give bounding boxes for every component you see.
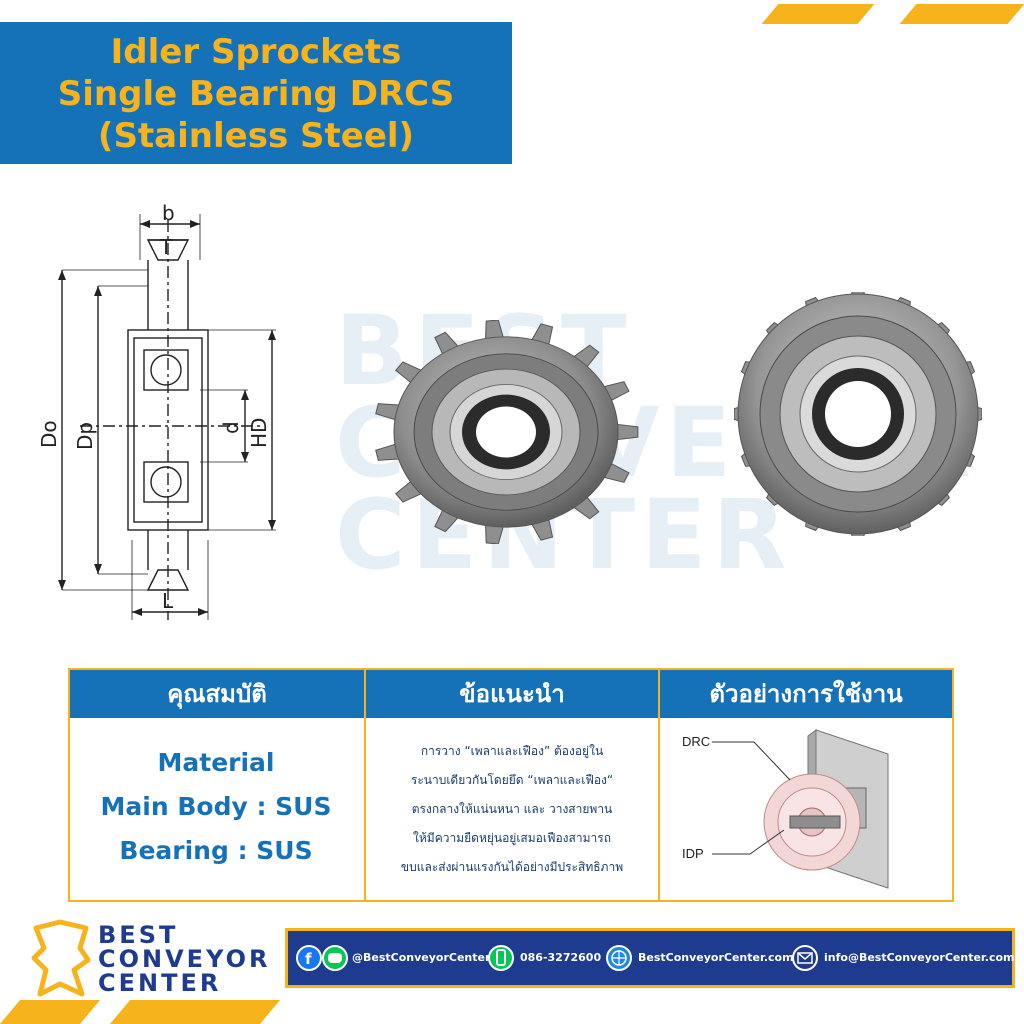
label-d: d bbox=[219, 421, 243, 434]
title-line-1: Idler Sprockets bbox=[110, 32, 402, 72]
logo-line-3: CENTER bbox=[98, 969, 222, 997]
bottom-stripe-right bbox=[109, 1000, 281, 1024]
logo-line-1: BEST bbox=[98, 921, 179, 949]
info-table: คุณสมบัติ ข้อแนะนำ ตัวอย่างการใช้งาน Mat… bbox=[68, 668, 954, 902]
advice-line-5: ขบและส่งผ่านแรงกันได้อย่างมีประสิทธิภาพ bbox=[400, 860, 624, 874]
advice-line-3: ตรงกลางให้แน่นหนา และ วางสายพาน bbox=[411, 802, 613, 816]
header-advice: ข้อแนะนำ bbox=[366, 670, 660, 718]
advice-cell: การวาง “เพลาและเฟือง” ต้องอยู่ใน ระนาบเด… bbox=[366, 718, 660, 900]
email-link[interactable]: info@BestConveyorCenter.com bbox=[824, 951, 1015, 964]
website-link[interactable]: BestConveyorCenter.com bbox=[638, 951, 794, 964]
logo-mark bbox=[31, 919, 91, 997]
svg-text:f: f bbox=[305, 950, 312, 968]
header-properties: คุณสมบัติ bbox=[70, 670, 366, 718]
advice-line-4: ให้มีความยืดหยุ่นอยู่เสมอเฟืองสามารถ bbox=[413, 831, 611, 845]
contact-bar: f @BestConveyorCenter 086-3272600 BestCo… bbox=[285, 928, 1015, 988]
company-logo: BEST CONVEYOR CENTER bbox=[30, 914, 280, 1004]
mail-icon[interactable] bbox=[792, 945, 818, 971]
usage-example-diagram: DRC IDP bbox=[682, 729, 889, 889]
title-banner: Idler Sprockets Single Bearing DRCS (Sta… bbox=[0, 22, 512, 164]
material-heading: Material bbox=[157, 748, 275, 777]
label-Dp: Dp bbox=[73, 422, 97, 450]
example-label-drc: DRC bbox=[682, 734, 710, 749]
top-stripe-right bbox=[899, 4, 1024, 24]
label-T: T bbox=[159, 235, 173, 259]
material-main-body: Main Body : SUS bbox=[100, 792, 332, 821]
header-example: ตัวอย่างการใช้งาน bbox=[660, 670, 952, 718]
phone-number[interactable]: 086-3272600 bbox=[520, 951, 602, 964]
line-icon[interactable] bbox=[322, 945, 348, 971]
label-L: L bbox=[162, 589, 174, 613]
technical-drawing: b T Do Dp d HD L bbox=[40, 201, 276, 620]
phone-icon[interactable] bbox=[488, 945, 514, 971]
example-label-idp: IDP bbox=[682, 846, 704, 861]
globe-icon[interactable] bbox=[606, 945, 632, 971]
title-line-3: (Stainless Steel) bbox=[97, 116, 415, 156]
label-b: b bbox=[162, 201, 175, 225]
material-bearing: Bearing : SUS bbox=[119, 836, 313, 865]
title-line-2: Single Bearing DRCS bbox=[57, 74, 455, 114]
logo-line-2: CONVEYOR bbox=[98, 945, 271, 973]
social-handle[interactable]: @BestConveyorCenter bbox=[352, 951, 491, 964]
properties-cell: Material Main Body : SUS Bearing : SUS bbox=[70, 718, 366, 900]
example-cell: DRC IDP bbox=[660, 718, 952, 900]
label-Do: Do bbox=[40, 420, 61, 448]
label-HD: HD bbox=[247, 418, 271, 448]
bottom-stripe-left bbox=[0, 1000, 101, 1024]
advice-line-1: การวาง “เพลาและเฟือง” ต้องอยู่ใน bbox=[420, 744, 604, 758]
advice-line-2: ระนาบเดียวกันโดยยึด “เพลาและเฟือง“ bbox=[410, 773, 614, 787]
sprocket-photo-left bbox=[375, 320, 639, 544]
sprocket-photo-right bbox=[734, 292, 982, 536]
facebook-icon[interactable]: f bbox=[296, 945, 322, 971]
top-stripe-left bbox=[761, 4, 875, 24]
